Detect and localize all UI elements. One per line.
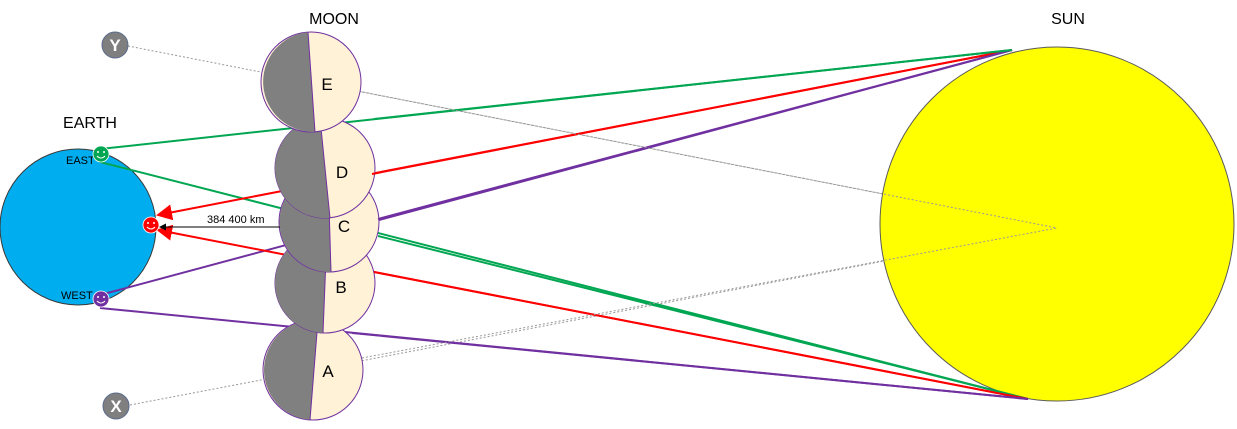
purple-ray-top-front [377,49,1013,220]
distance-label: 384 400 km [207,214,264,226]
moon-label-D: D [336,163,348,182]
moon-label-E: E [321,75,332,94]
green-ray-bottom-front [377,235,1029,400]
earth [0,148,157,306]
red-ray-top-front [371,49,1013,175]
west-label: WEST [61,290,93,302]
sun [879,46,1235,402]
purple-ray-bottom-front [351,332,1029,400]
observer-center-icon [142,216,160,234]
moon-A: A [262,319,364,421]
moon-title: MOON [309,11,359,28]
moon-label-B: B [335,278,346,297]
moon-label-A: A [322,362,334,381]
east-label: EAST [66,155,95,167]
earth-title: EARTH [63,115,117,132]
moon-label-C: C [338,217,350,236]
observer-west-icon [92,290,110,308]
point-y-label: Y [109,36,121,55]
sightline-x-front [361,227,1058,359]
moon-E: E [260,31,362,133]
green-ray-top-front [373,49,1013,120]
moon-D: D [274,117,376,219]
sun-title: SUN [1051,11,1085,28]
observer-east-icon [92,145,110,163]
red-ray-bottom-front [373,271,1029,400]
point-x-label: X [110,397,122,416]
point-x-marker: X [102,392,130,420]
point-y-marker: Y [101,31,129,59]
